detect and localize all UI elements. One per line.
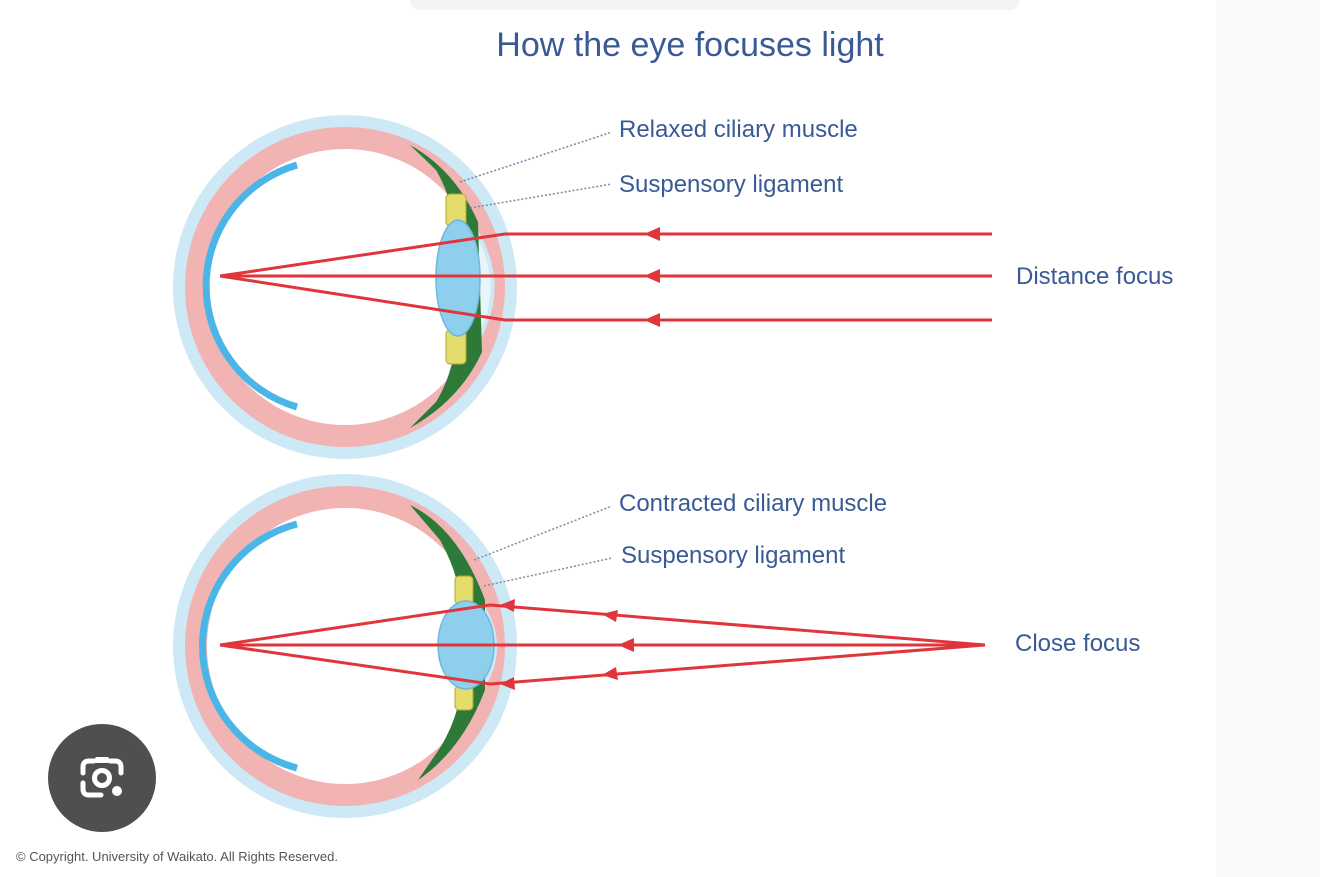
right-margin — [1216, 0, 1320, 877]
ray-arrow-bottom-outer — [602, 667, 618, 680]
vitreous-body — [207, 149, 483, 425]
ray-bottom — [219, 274, 992, 322]
label-relaxed-ciliary-muscle: Relaxed ciliary muscle — [619, 116, 858, 143]
close-light-rays — [219, 599, 986, 690]
label-suspensory-ligament-bottom: Suspensory ligament — [621, 542, 845, 569]
ray-arrow-bottom-inner — [500, 677, 515, 690]
ray-arrow-top — [644, 227, 660, 241]
ray-arrow-bottom — [644, 313, 660, 327]
label-contracted-ciliary-muscle: Contracted ciliary muscle — [619, 490, 887, 517]
leader-line-ligament — [483, 557, 613, 587]
ray-top — [219, 232, 992, 278]
ray-arrow-top-inner — [500, 599, 515, 612]
lens-search-button[interactable] — [48, 724, 156, 832]
retina — [202, 161, 298, 411]
leader-line-muscle — [473, 505, 613, 561]
leader-line-muscle — [459, 131, 613, 183]
distance-light-rays — [219, 227, 992, 327]
retina — [198, 520, 298, 772]
camera-search-icon — [80, 757, 124, 798]
label-suspensory-ligament-top: Suspensory ligament — [619, 171, 843, 198]
ray-arrow-middle — [644, 269, 660, 283]
copyright-notice: © Copyright. University of Waikato. All … — [16, 849, 338, 864]
label-distance-focus: Distance focus — [1016, 263, 1173, 290]
distance-eye — [173, 115, 613, 459]
ray-arrow-middle — [618, 638, 634, 652]
ray-arrow-top-outer — [602, 610, 618, 622]
eye-focus-diagram: How the eye focuses light — [173, 26, 1173, 818]
ciliary-muscle — [410, 505, 485, 780]
suspensory-ligament-upper — [454, 575, 474, 605]
ray-top — [219, 603, 986, 647]
label-close-focus: Close focus — [1015, 630, 1140, 657]
lens — [435, 219, 481, 337]
ray-bottom — [219, 643, 986, 686]
top-search-pill — [410, 0, 1020, 10]
leader-line-ligament — [469, 183, 613, 209]
diagram-title: How the eye focuses light — [496, 26, 884, 64]
